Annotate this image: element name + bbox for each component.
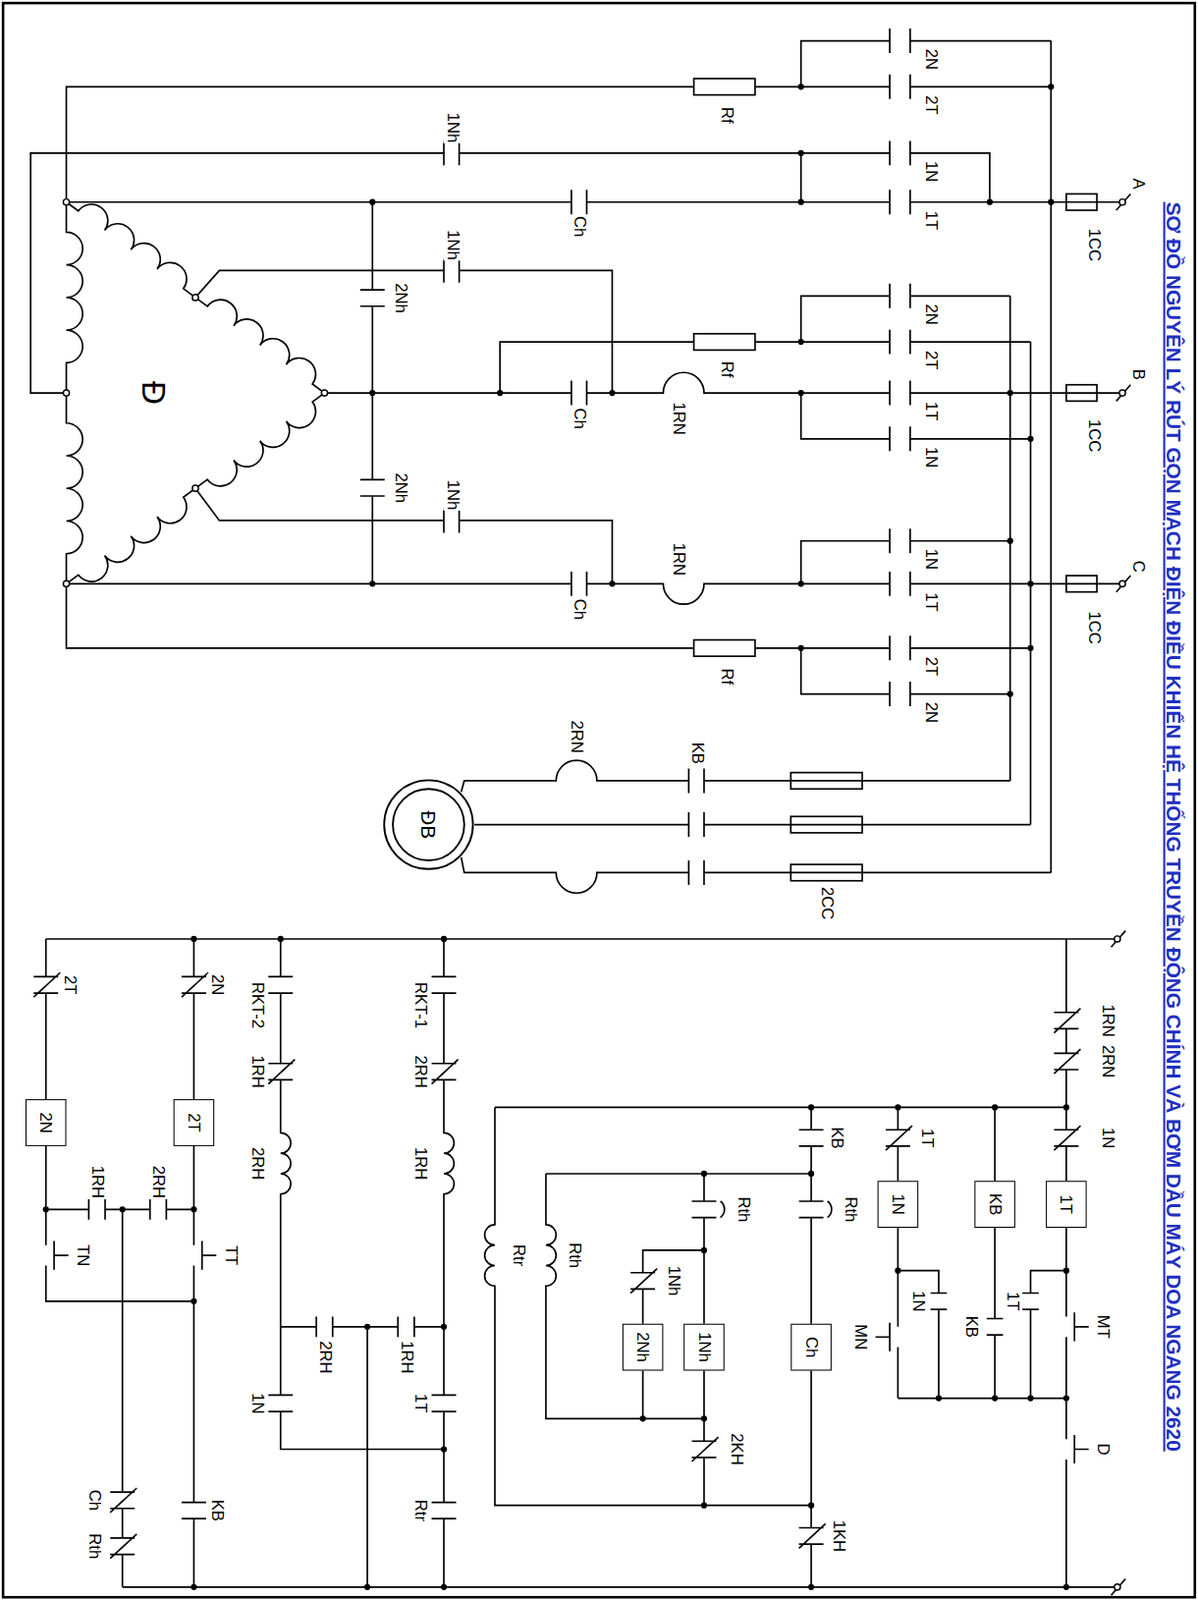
component-label: Rf <box>717 106 735 125</box>
component-label: Ch <box>570 598 588 621</box>
component-label: 1N <box>909 1289 926 1312</box>
component-label: Ch <box>85 1488 103 1512</box>
component-label: 1N <box>922 160 939 183</box>
coil-box: 1N <box>877 1180 920 1228</box>
component-label: Ch <box>570 215 588 238</box>
component-label: 1KH <box>829 1519 847 1553</box>
component-label: Rtr <box>509 1243 527 1267</box>
control-circuit <box>33 930 1126 1595</box>
coil-name: 1Nh <box>695 1331 713 1362</box>
component-label: 1N <box>248 1391 266 1415</box>
component-label: 2N <box>208 973 225 996</box>
diagram-title: SƠ ĐỒ NGUYÊN LÝ RÚT GỌN MẠCH ĐIỆN ĐIỀU K… <box>1162 202 1186 1452</box>
component-label: 2T <box>922 94 939 115</box>
component-label: 1Nh <box>443 111 461 145</box>
component-label: Rth <box>841 1195 859 1223</box>
junction-dots <box>43 83 1070 1590</box>
component-label: 2RH <box>411 1053 429 1089</box>
motor-circle: ĐB <box>382 778 476 872</box>
component-label: 2RH <box>316 1339 333 1374</box>
coil-box: 1T <box>1045 1180 1088 1228</box>
coil-name: Ch <box>802 1336 820 1358</box>
component-label: KB <box>962 1314 980 1339</box>
component-label: 1T <box>411 1392 429 1414</box>
component-label: 1Nh <box>443 228 461 262</box>
component-label: KB <box>208 1498 225 1523</box>
component-label: 1RN <box>1098 1002 1116 1037</box>
coil-name: 2T <box>184 1112 203 1132</box>
component-label: D <box>1094 1441 1112 1456</box>
component-label: 1N <box>922 445 939 469</box>
component-label: 2T <box>922 655 939 677</box>
terminals <box>62 199 1126 1590</box>
component-label: 2T <box>922 349 939 371</box>
component-label: TN <box>73 1243 91 1267</box>
coil-name: 1T <box>1057 1194 1076 1213</box>
component-label: 1T <box>1003 1290 1021 1311</box>
component-label: KB <box>688 741 706 765</box>
component-label: MN <box>851 1322 869 1351</box>
component-label: 2KH <box>728 1431 746 1466</box>
component-label: 1N <box>1098 1126 1116 1149</box>
component-label: B <box>1129 368 1146 382</box>
component-label: A <box>1129 176 1146 190</box>
component-label: Đ <box>135 380 170 406</box>
coil-box: 2N <box>25 1098 67 1146</box>
component-label: KB <box>827 1125 845 1149</box>
component-label: 1T <box>922 591 939 612</box>
component-label: 1CC <box>1085 227 1102 263</box>
component-label: 1Nh <box>664 1264 682 1298</box>
component-label: 1RH <box>248 1053 266 1089</box>
component-label: Rf <box>717 667 735 687</box>
component-label: 2RN <box>1098 1043 1116 1079</box>
component-label: 1CC <box>1085 609 1102 645</box>
component-label: 1N <box>922 547 939 571</box>
component-label: RKT-1 <box>411 980 429 1030</box>
component-label: RKT-2 <box>248 980 266 1030</box>
component-label: 1T <box>918 1127 935 1148</box>
power-circuit <box>30 28 1131 893</box>
coil-name: KB <box>985 1193 1004 1215</box>
component-label: MT <box>1094 1313 1112 1340</box>
component-label: 1T <box>922 210 939 231</box>
component-label: Ch <box>570 406 588 430</box>
coil-name: 2N <box>37 1111 55 1133</box>
coil-box: 2T <box>173 1098 216 1146</box>
coil-box: 2Nh <box>622 1323 664 1371</box>
coil-box: 1Nh <box>683 1323 725 1371</box>
component-label: 2T <box>60 974 78 995</box>
component-label: TT <box>221 1244 239 1266</box>
component-label: 1Nh <box>443 479 461 512</box>
component-label: 2RH <box>149 1164 166 1199</box>
component-label: 2N <box>922 701 939 724</box>
component-label: Rf <box>717 360 735 380</box>
component-label: Rth <box>734 1195 752 1223</box>
component-label: 2CC <box>817 885 835 921</box>
component-label: 2Nh <box>391 281 409 315</box>
component-label: 1RN <box>669 542 687 577</box>
component-label: 1T <box>922 400 939 422</box>
component-label: 1RH <box>397 1339 415 1374</box>
component-label: 1RH <box>88 1164 106 1199</box>
component-label: Rth <box>565 1241 583 1269</box>
component-label: 2RH <box>248 1145 266 1181</box>
component-label: 2N <box>922 302 939 326</box>
component-label: 1CC <box>1085 418 1102 453</box>
coil-box: Ch <box>790 1323 832 1371</box>
coil-name: ĐB <box>417 810 440 839</box>
component-label: C <box>1129 559 1146 574</box>
coil-name: 1N <box>888 1194 907 1215</box>
coil-name: 2Nh <box>633 1331 652 1362</box>
component-label: Rtr <box>411 1498 429 1523</box>
coil-box: KB <box>974 1180 1016 1228</box>
component-label: Rth <box>85 1531 103 1560</box>
component-label: 2Nh <box>391 471 409 504</box>
component-label: 1RN <box>669 400 687 436</box>
component-label: 2RN <box>567 719 585 755</box>
component-label: 1RH <box>411 1145 429 1181</box>
component-label: 2N <box>922 48 939 71</box>
